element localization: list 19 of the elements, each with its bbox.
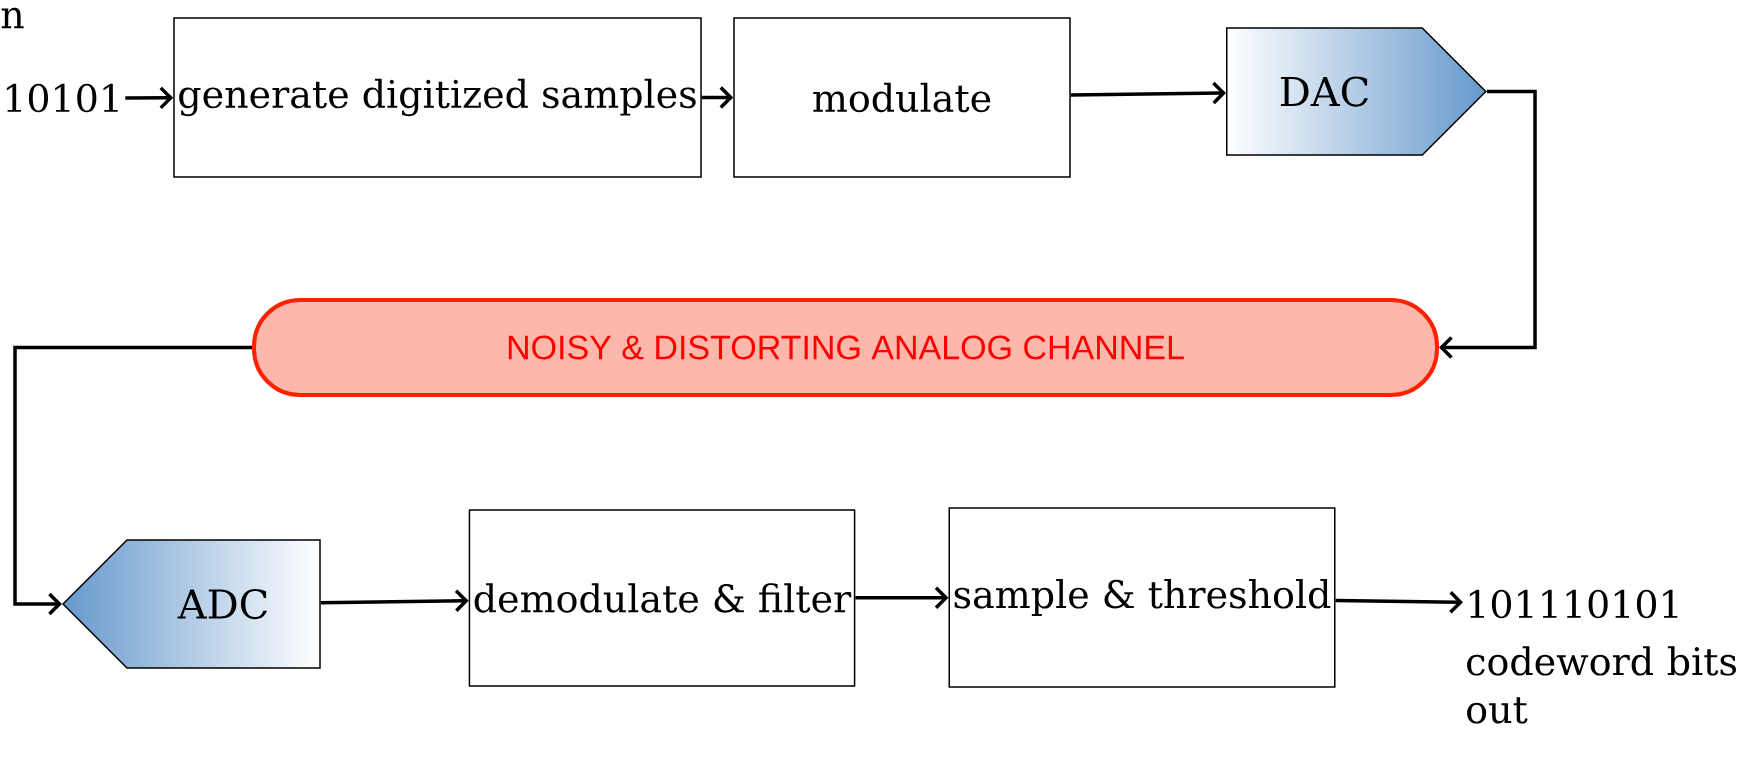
process-box: sample & threshold [948,507,1336,688]
arrow [1335,590,1463,614]
arrow [855,586,949,609]
arrow [701,86,734,109]
converter-block: ADC [61,539,321,669]
label-text: n [1,7,24,29]
arrow [125,86,174,110]
arrow [1070,81,1226,105]
process-box: modulate [733,17,1071,178]
process-box: demodulate & filter [468,509,856,687]
arrow [1439,89,1537,359]
caption-text: codeword bits out [1467,646,1737,724]
bit-string: 10101 [6,83,118,113]
process-box: generate digitized samples [173,17,702,178]
arrow [320,589,469,613]
bit-string: 101110101 [1469,589,1678,619]
converter-block: DAC [1226,27,1487,156]
channel-band: NOISY & DISTORTING ANALOG CHANNEL [252,298,1439,397]
arrow [13,345,252,616]
